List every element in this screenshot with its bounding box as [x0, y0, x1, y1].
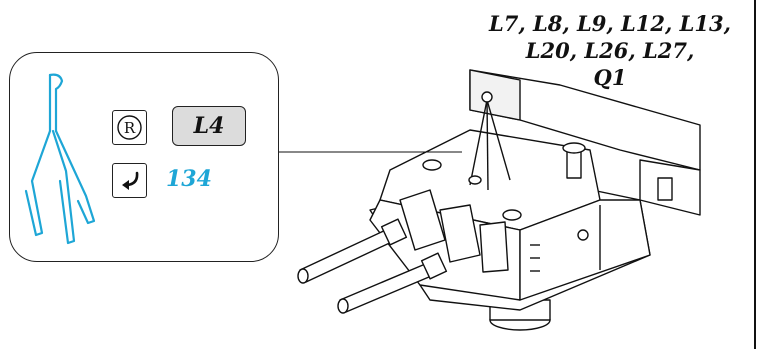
page-edge-rule	[754, 0, 756, 349]
detail-callout-box	[9, 52, 279, 262]
reference-number: 134	[166, 166, 212, 192]
registered-circle-icon: R	[112, 110, 147, 145]
svg-text:R: R	[124, 119, 136, 137]
parts-list: L7, L8, L9, L12, L13, L20, L26, L27, Q1	[470, 10, 750, 91]
parts-list-line: L20, L26, L27,	[525, 38, 695, 63]
part-code-label: L4	[172, 106, 246, 146]
parts-list-line: L7, L8, L9, L12, L13,	[489, 11, 731, 36]
return-arrow-icon	[112, 163, 147, 198]
parts-list-line: Q1	[593, 65, 627, 90]
tripod-mast-part-icon	[24, 73, 96, 245]
